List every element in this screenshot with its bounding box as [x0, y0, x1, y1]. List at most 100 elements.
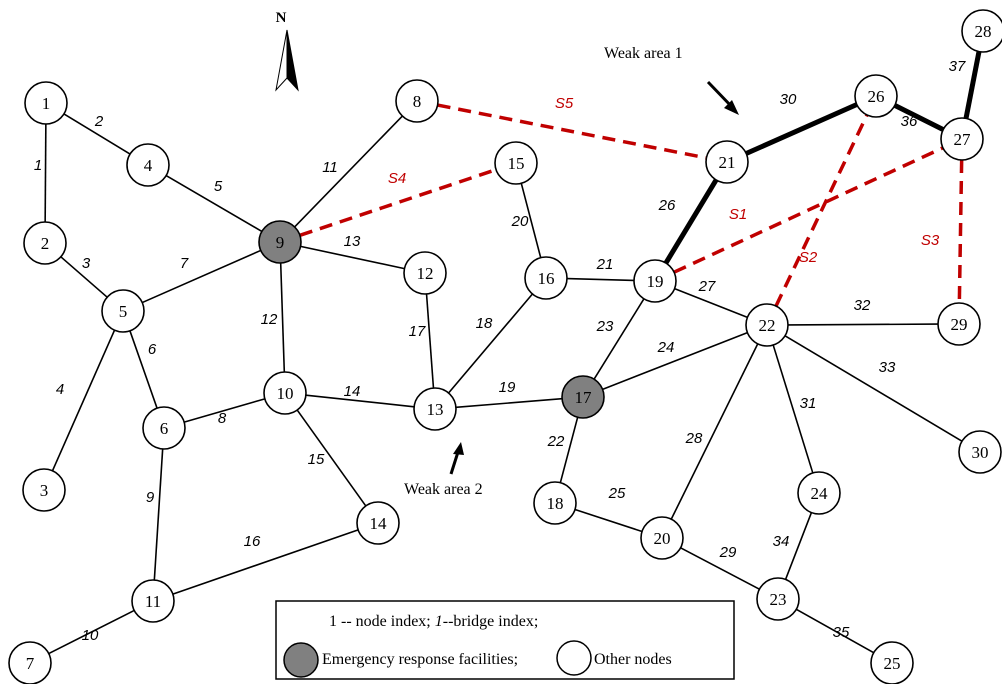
node-label-9: 9 [276, 233, 285, 252]
node-label-17: 17 [575, 388, 593, 407]
node-24: 24 [797, 471, 841, 515]
weak-area-2-label: Weak area 2 [404, 481, 483, 498]
bridge-edge-22 [559, 417, 579, 483]
bridge-label-12: 12 [261, 311, 278, 328]
bridge-label-3: 3 [82, 255, 91, 272]
node-circle [854, 74, 898, 118]
node-circle [870, 641, 914, 684]
suggested-link-s5 [437, 103, 707, 160]
bridge-edge-37 [963, 51, 982, 119]
legend-bridge-index-text: --bridge index; [443, 613, 539, 630]
node-circle [533, 481, 577, 525]
bridge-edge-19 [455, 397, 563, 409]
bridge-label-11: 11 [322, 159, 338, 176]
bridge-label-25: 25 [608, 485, 626, 502]
bridge-label-13: 13 [344, 233, 361, 250]
node-label-18: 18 [547, 494, 564, 513]
node-circle [356, 501, 400, 545]
bridge-edge-15 [296, 409, 367, 507]
node-circle [413, 387, 457, 431]
bridge-edge-16 [172, 529, 359, 595]
bridge-edge-3 [60, 256, 108, 298]
node-label-15: 15 [508, 154, 525, 173]
node-circle [22, 468, 66, 512]
facility-node-circle [258, 220, 302, 264]
weak-area-2-annotation: Weak area 2 [404, 442, 483, 498]
node-label-16: 16 [538, 269, 555, 288]
node-30: 30 [958, 430, 1002, 474]
legend-facility-swatch [283, 642, 319, 678]
node-label-10: 10 [277, 384, 294, 403]
bridge-label-19: 19 [499, 379, 516, 396]
node-label-14: 14 [370, 514, 388, 533]
node-circle [756, 577, 800, 621]
legend: 1 -- node index; 1--bridge index; Emerge… [275, 600, 735, 680]
bridge-edge-18 [447, 293, 534, 394]
node-29: 29 [937, 302, 981, 346]
suggested-link-s4 [299, 168, 497, 237]
bridge-edge-4 [51, 329, 116, 472]
suggested-link-s3 [957, 159, 964, 304]
node-circle [524, 256, 568, 300]
node-circle [263, 371, 307, 415]
suggested-link-s2 [774, 114, 869, 307]
bridge-edge-26 [663, 178, 719, 265]
bridge-edge-32 [787, 323, 939, 326]
bridge-edge-24 [602, 331, 748, 391]
node-5: 5 [101, 289, 145, 333]
bridge-edge-27 [674, 287, 748, 319]
node-label-26: 26 [868, 87, 885, 106]
node-label-19: 19 [647, 272, 664, 291]
bridge-label-33: 33 [879, 359, 896, 376]
bridge-label-24: 24 [657, 339, 675, 356]
node-9: 9 [258, 220, 302, 264]
node-label-2: 2 [41, 234, 50, 253]
legend-facility-label: Emergency response facilities; [322, 651, 518, 668]
node-12: 12 [403, 251, 447, 295]
node-circle [940, 117, 984, 161]
node-circle [395, 79, 439, 123]
suggested-link-label-s2: S2 [799, 249, 818, 266]
bridge-label-9: 9 [146, 489, 155, 506]
node-label-22: 22 [759, 316, 776, 335]
node-14: 14 [356, 501, 400, 545]
node-circle [640, 516, 684, 560]
bridge-label-18: 18 [476, 315, 493, 332]
bridge-label-8: 8 [218, 410, 227, 427]
north-arrow-left-half [275, 29, 288, 92]
bridge-label-1: 1 [34, 157, 42, 174]
node-18: 18 [533, 481, 577, 525]
bridge-label-27: 27 [698, 278, 716, 295]
node-circle [131, 579, 175, 623]
node-label-24: 24 [811, 484, 829, 503]
bridge-label-34: 34 [773, 533, 790, 550]
bridge-label-30: 30 [780, 91, 797, 108]
bridge-edge-36 [893, 103, 945, 132]
node-label-20: 20 [654, 529, 671, 548]
bridge-label-7: 7 [180, 255, 189, 272]
bridge-label-28: 28 [685, 430, 703, 447]
legend-other-label: Other nodes [594, 651, 672, 668]
bridge-label-31: 31 [800, 395, 817, 412]
node-26: 26 [854, 74, 898, 118]
node-2: 2 [23, 221, 67, 265]
node-label-11: 11 [145, 592, 161, 611]
bridge-edge-14 [305, 394, 415, 408]
bridge-edge-9 [153, 448, 164, 581]
node-label-12: 12 [417, 264, 434, 283]
bridge-edge-1 [44, 123, 47, 223]
legend-other-swatch [556, 640, 592, 676]
bridge-edge-23 [593, 298, 645, 380]
bridge-label-5: 5 [214, 178, 223, 195]
bridge-edge-35 [795, 608, 875, 654]
node-circle [142, 406, 186, 450]
node-circle [797, 471, 841, 515]
facility-node-circle [561, 375, 605, 419]
node-circle [958, 430, 1002, 474]
suggested-links-layer [299, 103, 964, 307]
bridge-edge-12 [279, 262, 286, 373]
north-arrow-right-half [286, 29, 299, 92]
node-label-3: 3 [40, 481, 49, 500]
node-label-7: 7 [26, 654, 35, 673]
bridge-label-29: 29 [719, 544, 737, 561]
